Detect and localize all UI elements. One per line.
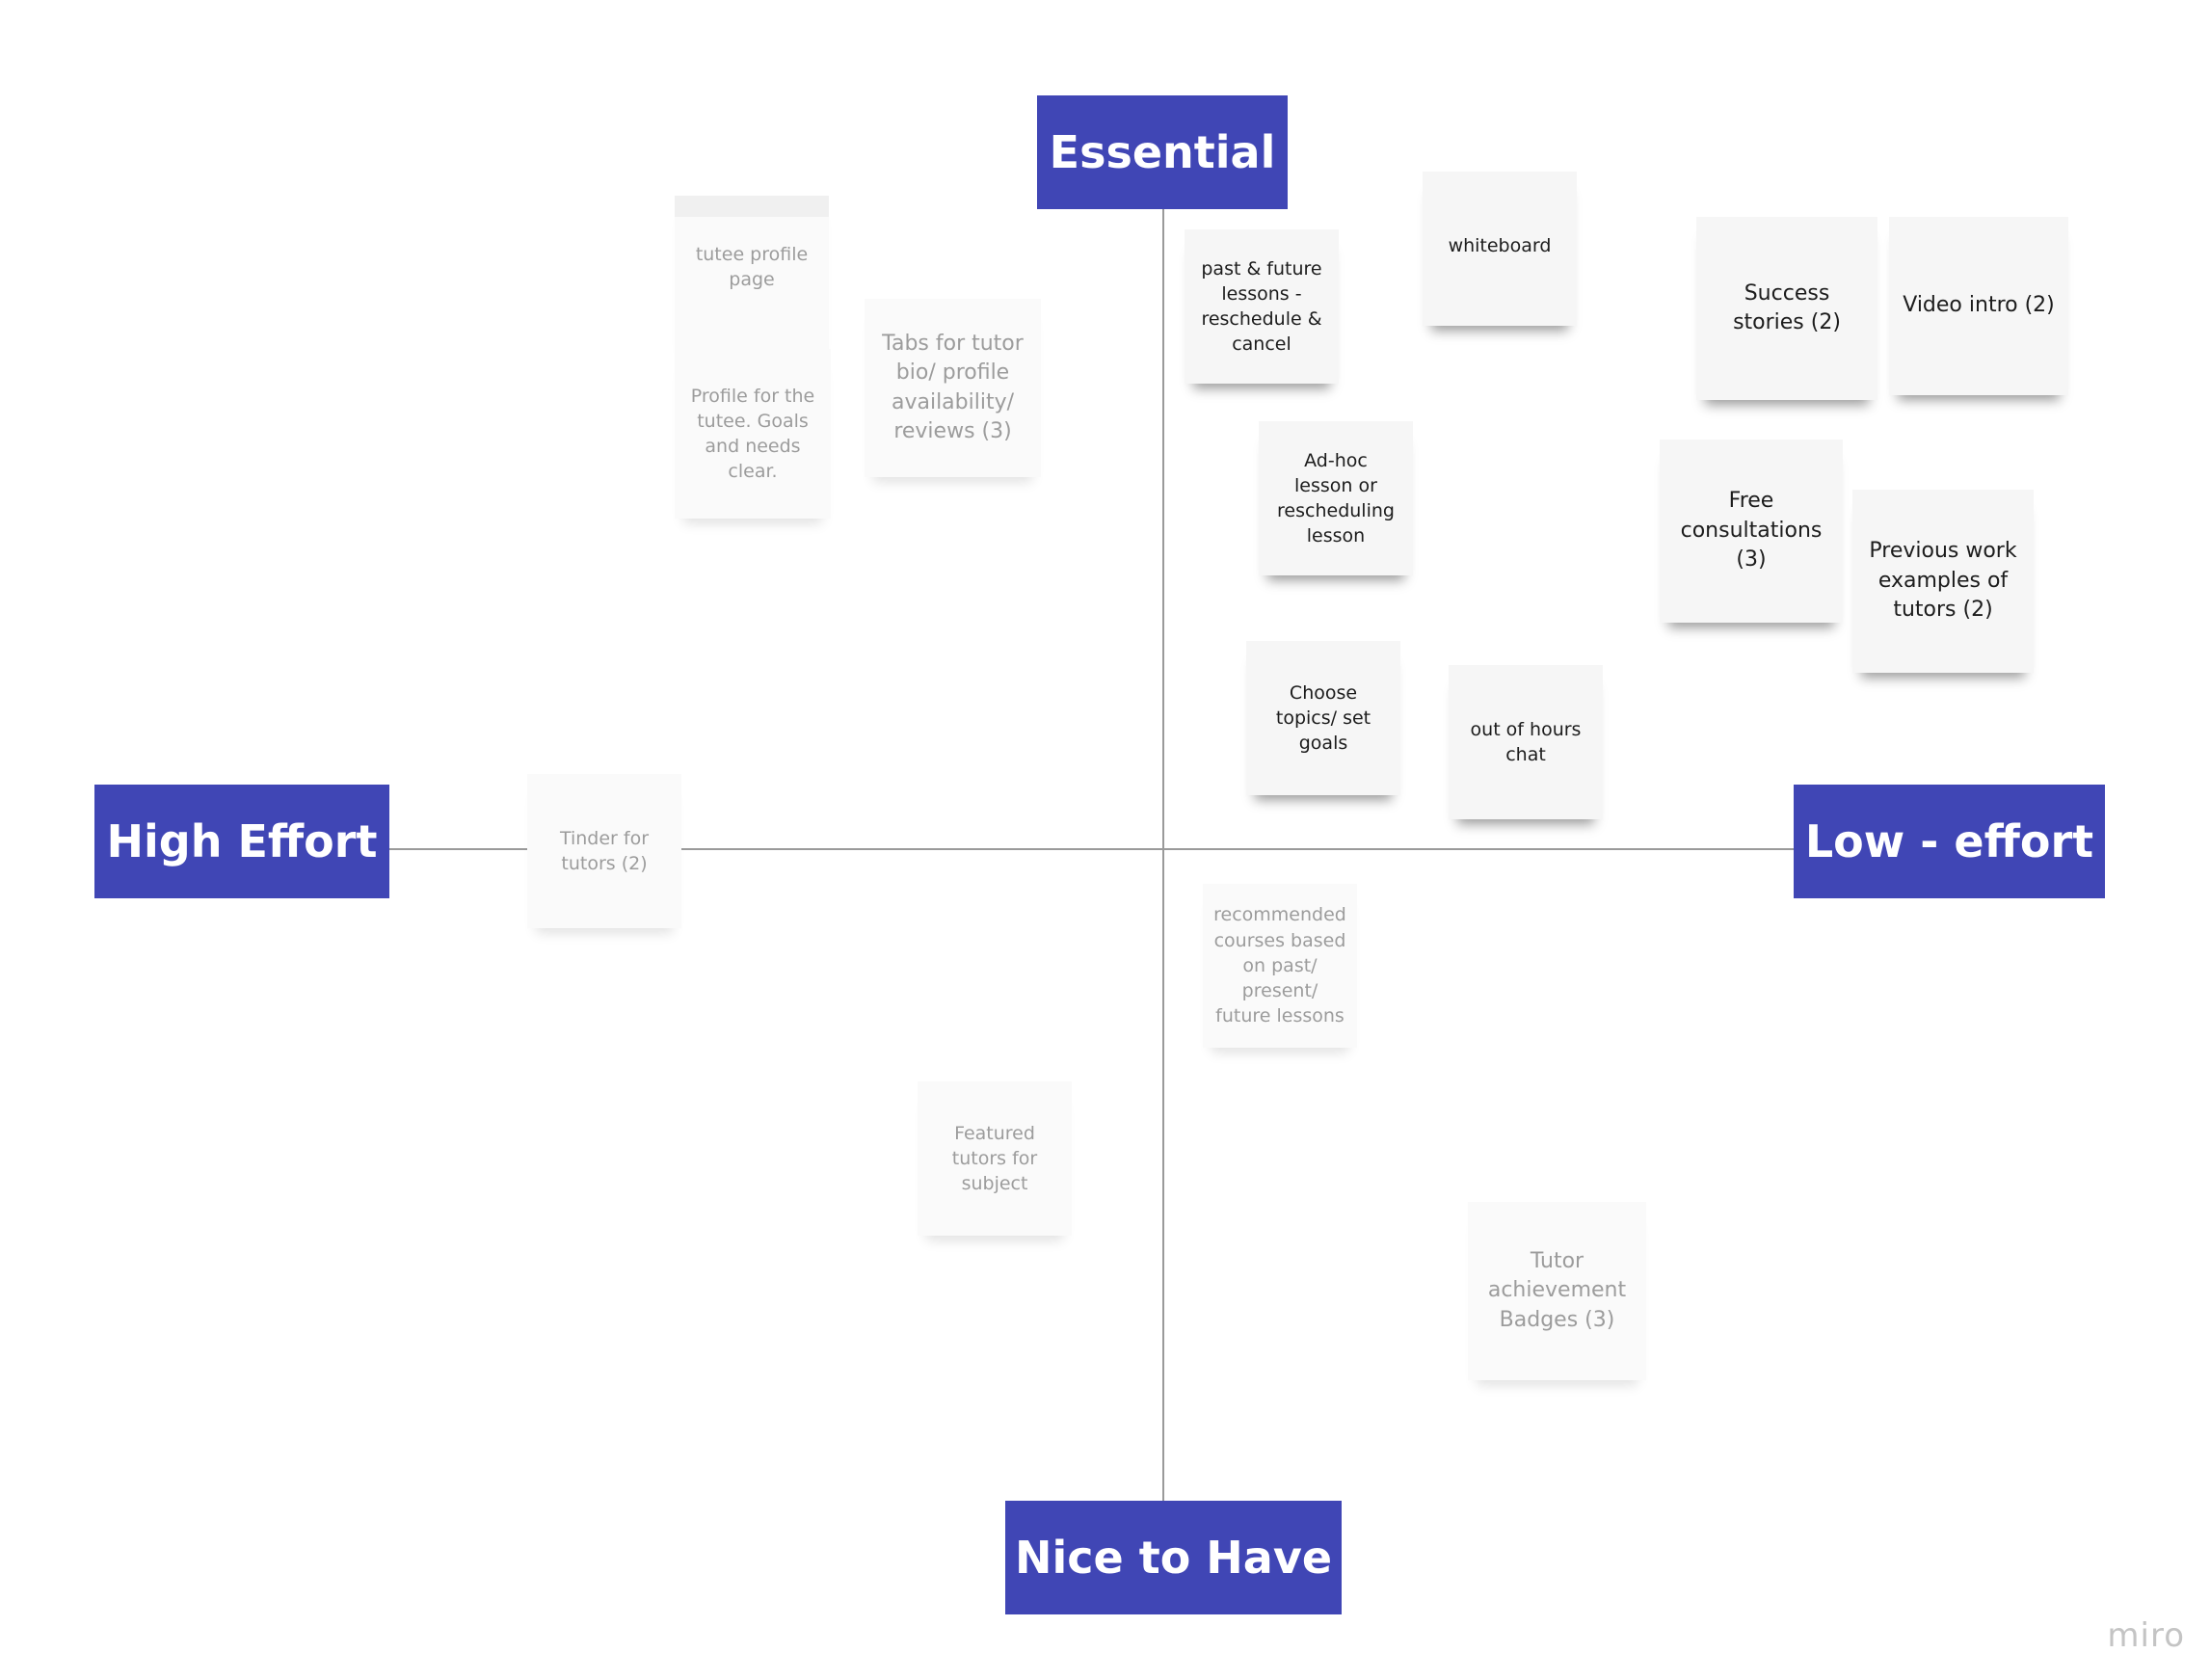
- sticky-note-adhoc-lesson[interactable]: Ad-hoc lesson or rescheduling lesson: [1259, 421, 1413, 575]
- axis-label-high-effort[interactable]: High Effort: [94, 785, 389, 898]
- sticky-note-recommended-courses[interactable]: recommended courses based on past/ prese…: [1203, 884, 1357, 1048]
- sticky-note-featured-tutors[interactable]: Featured tutors for subject: [918, 1081, 1072, 1236]
- sticky-text: Profile for the tutee. Goals and needs c…: [690, 385, 815, 483]
- sticky-text: Ad-hoc lesson or rescheduling lesson: [1277, 449, 1395, 547]
- sticky-text: Tinder for tutors (2): [559, 827, 650, 874]
- sticky-text: past & future lessons - reschedule & can…: [1201, 257, 1322, 356]
- sticky-text: Tabs for tutor bio/ profile availability…: [882, 331, 1024, 443]
- sticky-text: Choose topics/ set goals: [1275, 681, 1371, 755]
- axis-label-nice-to-have[interactable]: Nice to Have: [1005, 1501, 1342, 1614]
- axis-label-essential[interactable]: Essential: [1037, 95, 1288, 209]
- sticky-text: Previous work examples of tutors (2): [1869, 539, 2017, 623]
- sticky-note-profile-for-tutee[interactable]: Profile for the tutee. Goals and needs c…: [675, 349, 831, 519]
- sticky-note-previous-work[interactable]: Previous work examples of tutors (2): [1852, 490, 2034, 673]
- sticky-text: Video intro (2): [1903, 293, 2055, 318]
- sticky-note-past-future-lessons[interactable]: past & future lessons - reschedule & can…: [1185, 229, 1339, 384]
- sticky-note-whiteboard[interactable]: whiteboard: [1423, 172, 1577, 326]
- sticky-note-video-intro[interactable]: Video intro (2): [1889, 217, 2068, 395]
- sticky-text: recommended courses based on past/ prese…: [1213, 904, 1346, 1027]
- sticky-text: Featured tutors for subject: [951, 1122, 1038, 1195]
- sticky-text: Success stories (2): [1733, 280, 1841, 334]
- sticky-text: Tutor achievement Badges (3): [1487, 1248, 1627, 1332]
- sticky-note-choose-topics[interactable]: Choose topics/ set goals: [1246, 641, 1400, 795]
- miro-watermark-logo: miro: [2107, 1616, 2185, 1655]
- vertical-axis-line: [1162, 207, 1164, 1504]
- sticky-text: Free consultations (3): [1680, 489, 1823, 573]
- sticky-note-tutor-badges[interactable]: Tutor achievement Badges (3): [1468, 1202, 1646, 1380]
- axis-label-low-effort[interactable]: Low - effort: [1794, 785, 2105, 898]
- sticky-text: out of hours chat: [1470, 718, 1582, 765]
- sticky-note-free-consultations[interactable]: Free consultations (3): [1660, 440, 1843, 623]
- sticky-text: tutee profile page: [695, 244, 809, 291]
- sticky-note-tabs-for-tutor[interactable]: Tabs for tutor bio/ profile availability…: [865, 299, 1041, 477]
- sticky-note-tutee-profile[interactable]: tutee profile page: [675, 196, 829, 350]
- sticky-text: whiteboard: [1448, 235, 1552, 256]
- sticky-note-tinder-for-tutors[interactable]: Tinder for tutors (2): [527, 774, 681, 928]
- sticky-note-out-of-hours-chat[interactable]: out of hours chat: [1449, 665, 1603, 819]
- horizontal-axis-line: [386, 848, 1802, 850]
- sticky-note-success-stories[interactable]: Success stories (2): [1696, 217, 1877, 400]
